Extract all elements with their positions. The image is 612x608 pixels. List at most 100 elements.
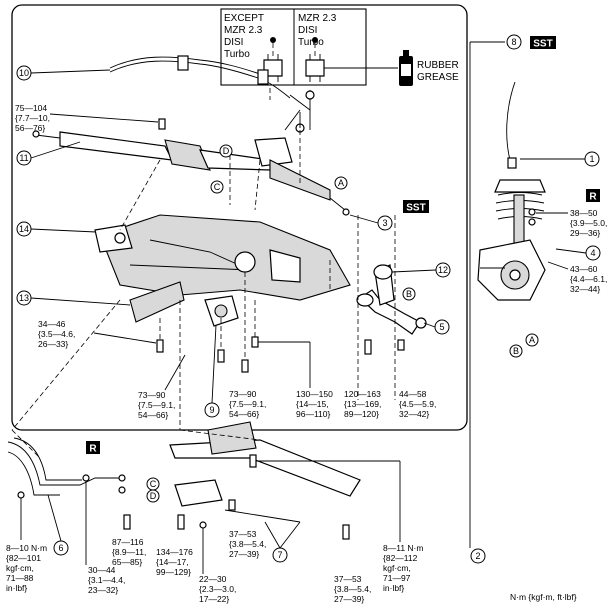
svg-text:A: A [529, 335, 535, 345]
svg-text:in·lbf}: in·lbf} [383, 583, 404, 593]
svg-text:75—104: 75—104 [15, 103, 47, 113]
torque-spec-11: 30—44 {3.1—4.4, 23—32} [85, 481, 125, 595]
variant-inset: EXCEPT MZR 2.3 DISI Turbo MZR 2.3 DISI T… [220, 8, 398, 86]
torque-spec-14: 22—30 {2.3—3.0, 17—22} [199, 528, 236, 604]
units-note: N·m {kgf·m, ft·lbf} [510, 592, 577, 602]
torque-spec-12: 87—116 {8.9—11, 65—85} [112, 537, 146, 567]
svg-text:kgf·cm,: kgf·cm, [6, 563, 34, 573]
svg-text:{82—112: {82—112 [383, 553, 418, 563]
svg-text:13: 13 [19, 293, 29, 303]
svg-text:9: 9 [209, 405, 214, 415]
svg-text:in·lbf}: in·lbf} [6, 583, 27, 593]
stabilizer-bar-drawing [109, 55, 291, 99]
callout-9: 9 [204, 324, 220, 418]
svg-text:38—50: 38—50 [570, 208, 598, 218]
torque-spec-8: 38—50 {3.9—5.0, 29—36} [536, 208, 607, 238]
torque-spec-3: 73—90 {7.5—9.1, 54—66} [138, 354, 186, 420]
svg-text:27—39}: 27—39} [229, 549, 259, 559]
svg-text:6: 6 [58, 543, 63, 553]
svg-text:32—44}: 32—44} [570, 284, 600, 294]
svg-text:{14—15,: {14—15, [296, 399, 329, 409]
replace-badge-right: R [586, 189, 600, 203]
svg-text:D: D [223, 146, 230, 156]
inset-left-line-4: Turbo [224, 49, 250, 60]
svg-text:120—163: 120—163 [344, 389, 381, 399]
svg-text:29—36}: 29—36} [570, 228, 600, 238]
svg-text:34—46: 34—46 [38, 319, 66, 329]
svg-text:7: 7 [277, 550, 282, 560]
svg-text:B: B [513, 346, 519, 356]
callout-12: 12 [391, 262, 451, 278]
torque-spec-16: 37—53 {3.8—5.4, 27—39} [334, 574, 371, 604]
stabilizer-bushing-right-drawing [305, 37, 398, 82]
svg-text:65—85}: 65—85} [112, 557, 142, 567]
inset-left-line-2: MZR 2.3 [224, 25, 263, 36]
grease-label-line-2: GREASE [417, 72, 459, 83]
svg-text:4: 4 [590, 248, 595, 258]
svg-text:54—66}: 54—66} [138, 410, 168, 420]
lower-crossmember-drawing [169, 421, 361, 507]
svg-text:{8.9—11,: {8.9—11, [112, 547, 146, 557]
svg-text:12: 12 [438, 265, 448, 275]
svg-text:99—129}: 99—129} [156, 567, 191, 577]
svg-text:{14—17,: {14—17, [156, 557, 189, 567]
front-crossmember-drawing [94, 214, 351, 301]
marker-a-top: A [334, 176, 348, 190]
svg-text:26—33}: 26—33} [38, 339, 68, 349]
svg-text:{7.5—9.1,: {7.5—9.1, [138, 400, 175, 410]
svg-text:56—76}: 56—76} [15, 123, 45, 133]
svg-text:87—116: 87—116 [112, 537, 144, 547]
torque-spec-1: 75—104 {7.7—10, 56—76} [15, 103, 159, 133]
sst-badge-top: SST [530, 36, 556, 50]
svg-text:A: A [338, 178, 344, 188]
callout-4: 4 [555, 245, 601, 261]
svg-text:R: R [589, 192, 597, 203]
svg-text:130—150: 130—150 [296, 389, 333, 399]
crossmember-plate-drawing [129, 281, 185, 323]
strut-and-knuckle-drawing [477, 81, 546, 301]
svg-text:SST: SST [406, 203, 425, 214]
replace-badge-bottom: R [86, 441, 100, 455]
svg-text:{3.8—5.4,: {3.8—5.4, [229, 539, 266, 549]
marker-d-top: D [219, 144, 233, 158]
svg-text:8—10 N·m: 8—10 N·m [6, 543, 47, 553]
svg-text:kgf·cm,: kgf·cm, [383, 563, 411, 573]
callout-11: 11 [16, 141, 81, 166]
marker-b-middle: B [402, 287, 416, 301]
svg-text:96—110}: 96—110} [296, 409, 331, 419]
svg-text:{4.5—5.9,: {4.5—5.9, [399, 399, 436, 409]
marker-d-bottom: D [146, 489, 160, 503]
svg-text:73—90: 73—90 [229, 389, 257, 399]
svg-text:1: 1 [589, 154, 594, 164]
svg-text:8—11 N·m: 8—11 N·m [383, 543, 423, 553]
svg-text:22—30: 22—30 [199, 574, 227, 584]
torque-spec-2: 34—46 {3.5—4.6, 26—33} [38, 319, 157, 349]
callout-3: 3 [349, 214, 393, 231]
lower-arm-drawing [356, 264, 427, 335]
svg-text:54—66}: 54—66} [229, 409, 259, 419]
marker-b-right: B [509, 344, 523, 358]
svg-text:71—97: 71—97 [383, 573, 411, 583]
inset-right-line-1: MZR 2.3 [298, 13, 337, 24]
sst-badge-middle: SST [403, 200, 429, 214]
svg-text:3: 3 [382, 218, 387, 228]
torque-spec-9: 43—60 {4.4—6.1, 32—44} [547, 261, 607, 294]
callout-2: 2 [470, 548, 486, 564]
svg-text:134—176: 134—176 [156, 547, 193, 557]
svg-text:{3.9—5.0,: {3.9—5.0, [570, 218, 607, 228]
svg-text:B: B [406, 289, 412, 299]
inset-right-line-2: DISI [298, 25, 317, 36]
svg-text:32—42}: 32—42} [399, 409, 429, 419]
svg-text:37—53: 37—53 [334, 574, 362, 584]
svg-text:37—53: 37—53 [229, 529, 257, 539]
torque-spec-4: 73—90 {7.5—9.1, 54—66} [229, 389, 266, 419]
svg-text:{7.7—10,: {7.7—10, [15, 113, 50, 123]
torque-spec-17: 8—11 N·m {82—112 kgf·cm, 71—97 in·lbf} [256, 460, 423, 593]
svg-text:C: C [150, 479, 157, 489]
svg-text:R: R [89, 444, 97, 455]
rubber-grease-bottle-icon [399, 50, 413, 86]
svg-text:{3.8—5.4,: {3.8—5.4, [334, 584, 371, 594]
svg-text:{4.4—6.1,: {4.4—6.1, [570, 274, 607, 284]
torque-spec-15: 37—53 {3.8—5.4, 27—39} [229, 529, 266, 559]
svg-text:89—120}: 89—120} [344, 409, 379, 419]
